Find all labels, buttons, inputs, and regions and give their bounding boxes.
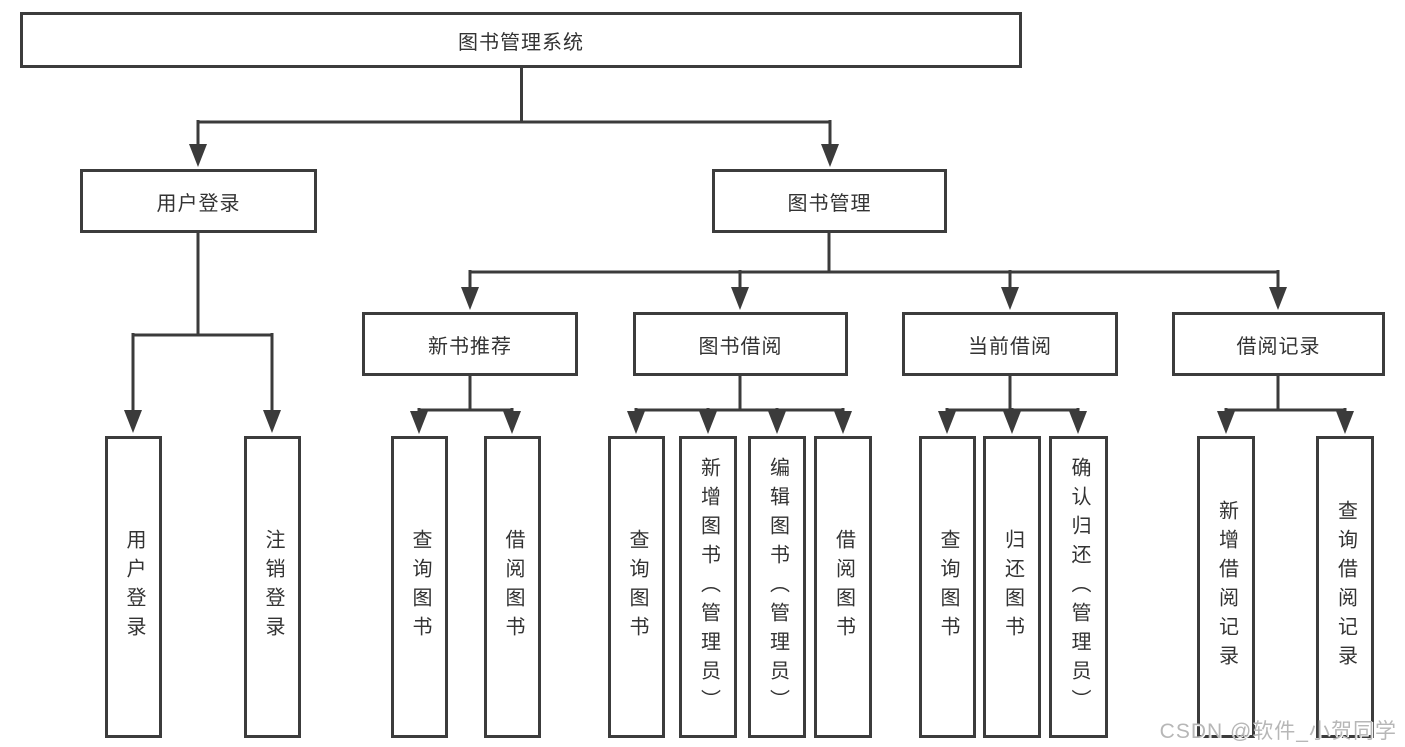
- csdn-watermark: CSDN @软件_小贺同学: [1159, 720, 1397, 743]
- node-leaf-edit-books-admin: 编辑图书（管理员）: [748, 436, 806, 738]
- node-label: 确认归还（管理员）: [1068, 456, 1090, 718]
- node-user-login: 用户登录: [80, 169, 317, 233]
- node-leaf-user-login: 用户登录: [105, 436, 162, 738]
- node-leaf-query-books-2: 查询图书: [608, 436, 665, 738]
- node-label: 查询图书: [626, 529, 648, 645]
- node-leaf-return-books: 归还图书: [983, 436, 1041, 738]
- node-label: 归还图书: [1001, 529, 1024, 645]
- node-leaf-query-books: 查询图书: [391, 436, 448, 738]
- node-label: 新书推荐: [428, 335, 512, 358]
- node-library-system: 图书管理系统: [20, 12, 1022, 68]
- node-current-borrowing: 当前借阅: [902, 312, 1118, 376]
- node-new-book-recommend: 新书推荐: [362, 312, 578, 376]
- node-label: 图书管理: [787, 192, 872, 215]
- node-label: 查询图书: [937, 529, 959, 645]
- node-label: 查询借阅记录: [1334, 500, 1357, 674]
- node-label: 借阅记录: [1236, 335, 1321, 358]
- node-leaf-borrow-books-2: 借阅图书: [814, 436, 872, 738]
- node-label: 新增借阅记录: [1215, 500, 1238, 674]
- node-label: 用户登录: [123, 529, 145, 645]
- node-label: 注销登录: [262, 529, 284, 645]
- node-label: 当前借阅: [968, 335, 1052, 358]
- node-leaf-add-books-admin: 新增图书（管理员）: [679, 436, 737, 738]
- node-leaf-query-books-3: 查询图书: [919, 436, 976, 738]
- node-label: 编辑图书（管理员）: [766, 456, 789, 718]
- node-label: 图书管理系统: [458, 31, 584, 54]
- node-leaf-add-borrow-record: 新增借阅记录: [1197, 436, 1255, 738]
- node-leaf-confirm-return-admin: 确认归还（管理员）: [1049, 436, 1108, 738]
- node-label: 借阅图书: [502, 529, 524, 645]
- node-label: 用户登录: [156, 192, 241, 215]
- node-label: 借阅图书: [832, 529, 855, 645]
- node-book-management: 图书管理: [712, 169, 947, 233]
- node-leaf-logout: 注销登录: [244, 436, 301, 738]
- node-leaf-borrow-books: 借阅图书: [484, 436, 541, 738]
- node-book-borrowing: 图书借阅: [633, 312, 848, 376]
- node-label: 图书借阅: [698, 335, 783, 358]
- node-leaf-query-borrow-record: 查询借阅记录: [1316, 436, 1374, 738]
- node-borrowing-records: 借阅记录: [1172, 312, 1385, 376]
- node-label: 新增图书（管理员）: [697, 456, 720, 718]
- node-label: 查询图书: [409, 529, 431, 645]
